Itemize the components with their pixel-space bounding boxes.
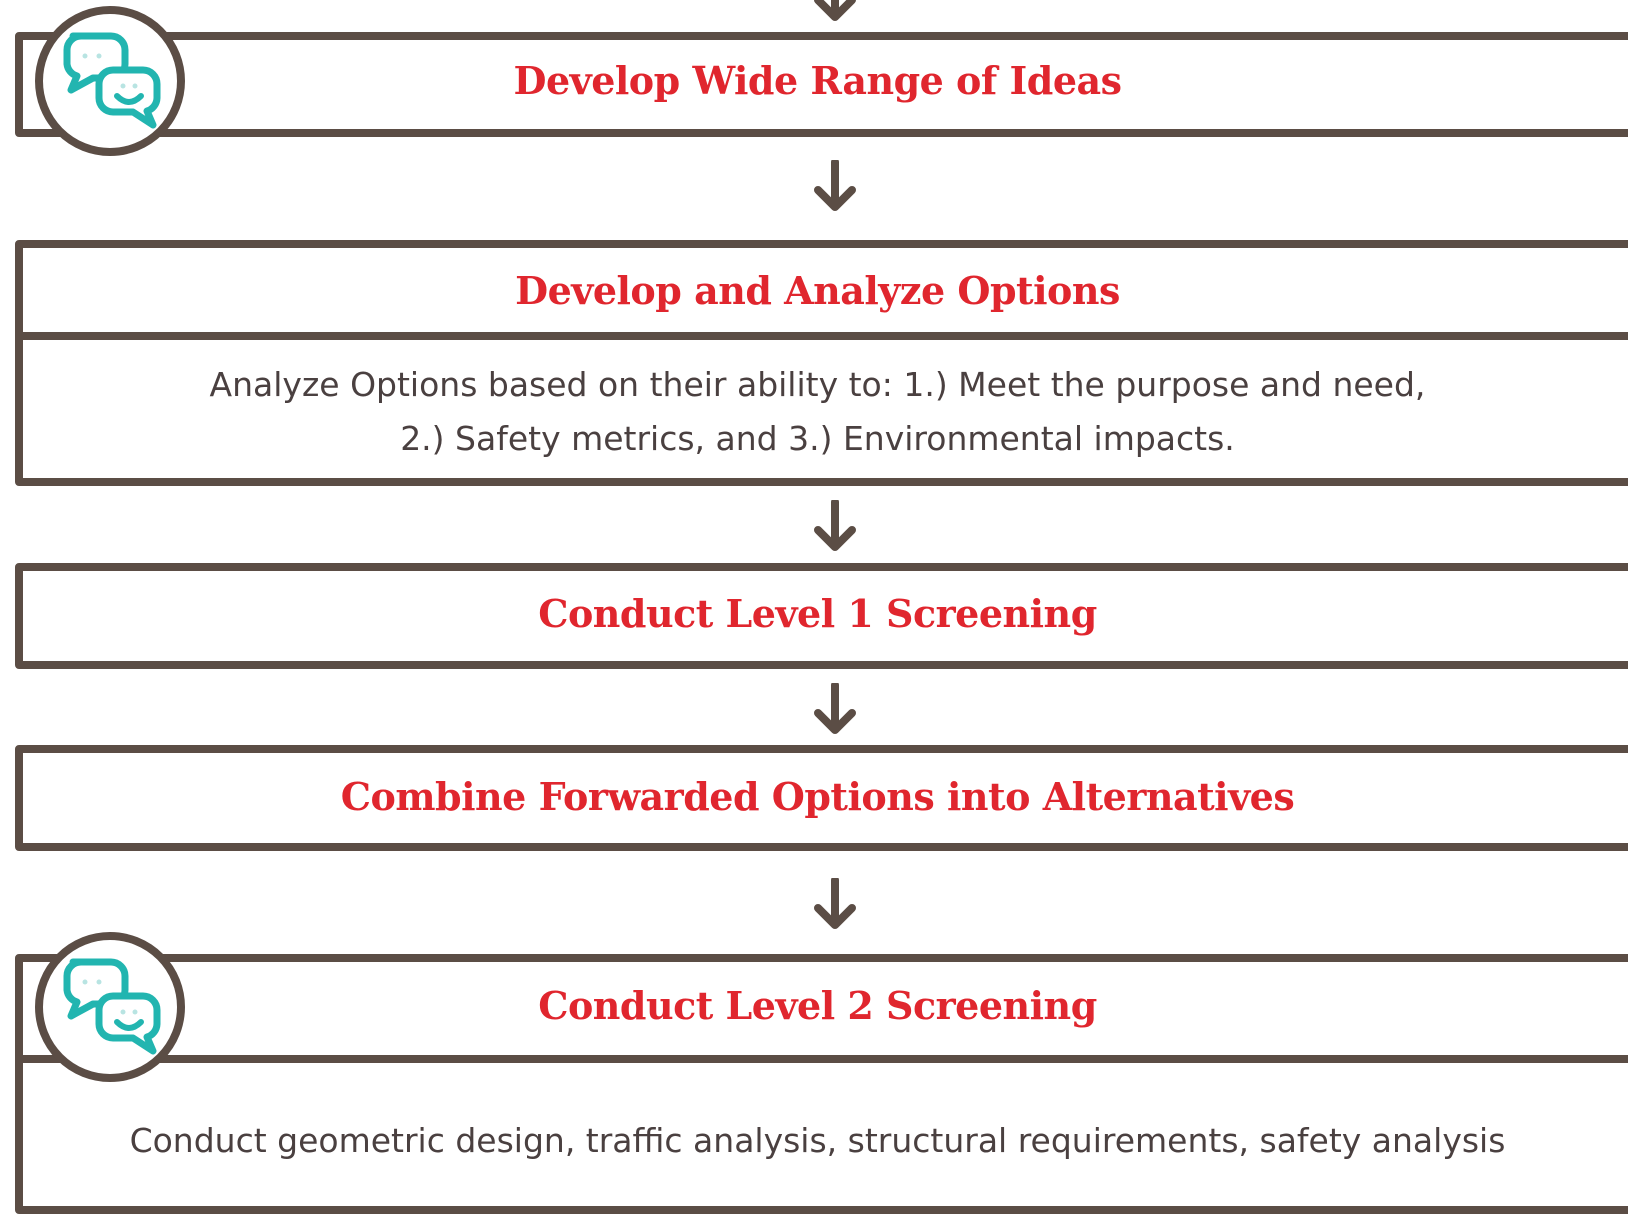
public-input-badge [35,932,185,1082]
chat-bubbles-icon [63,958,161,1055]
arrow-down-icon [814,160,856,211]
divider [15,1055,1628,1063]
arrow-down-icon [814,500,856,551]
step-description: Conduct geometric design, traffic analys… [129,1121,1506,1160]
step-title: Develop Wide Range of Ideas [513,58,1122,103]
step-title: Combine Forwarded Options into Alternati… [340,774,1295,819]
step-box-develop-options [15,240,1628,486]
step-description: 2.) Safety metrics, and 3.) Environmenta… [400,419,1235,458]
step-box-combine-options [15,745,1628,851]
public-input-badge [35,6,185,156]
step-title: Develop and Analyze Options [515,268,1120,313]
step-box-level-1-screening [15,563,1628,669]
step-title: Conduct Level 2 Screening [538,983,1097,1028]
step-box-develop-ideas [15,32,1628,137]
step-title: Conduct Level 1 Screening [538,591,1097,636]
arrow-down-icon [814,878,856,929]
step-description: Analyze Options based on their ability t… [209,365,1426,404]
divider [15,332,1628,340]
arrow-down-icon [814,683,856,734]
chat-bubbles-icon [63,32,161,129]
arrow-down-icon [814,0,856,21]
